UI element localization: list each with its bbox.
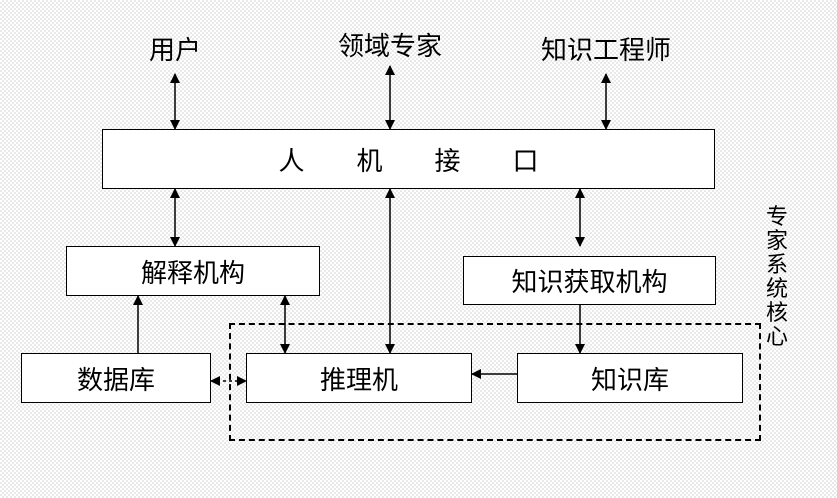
inference-box: 推理机 bbox=[246, 353, 472, 403]
database-box: 数据库 bbox=[21, 353, 211, 403]
actor-knowledge-engineer: 知识工程师 bbox=[540, 36, 671, 66]
core-region bbox=[229, 323, 761, 441]
acquisition-box: 知识获取机构 bbox=[463, 256, 716, 305]
actor-domain-expert: 领域专家 bbox=[337, 32, 442, 62]
core-label: 专家系统核心 bbox=[765, 205, 788, 350]
knowledge-base-box: 知识库 bbox=[517, 353, 743, 403]
interface-box: 人 机 接 口 bbox=[102, 129, 715, 189]
explanation-box: 解释机构 bbox=[66, 246, 320, 296]
actor-user: 用户 bbox=[148, 36, 201, 66]
